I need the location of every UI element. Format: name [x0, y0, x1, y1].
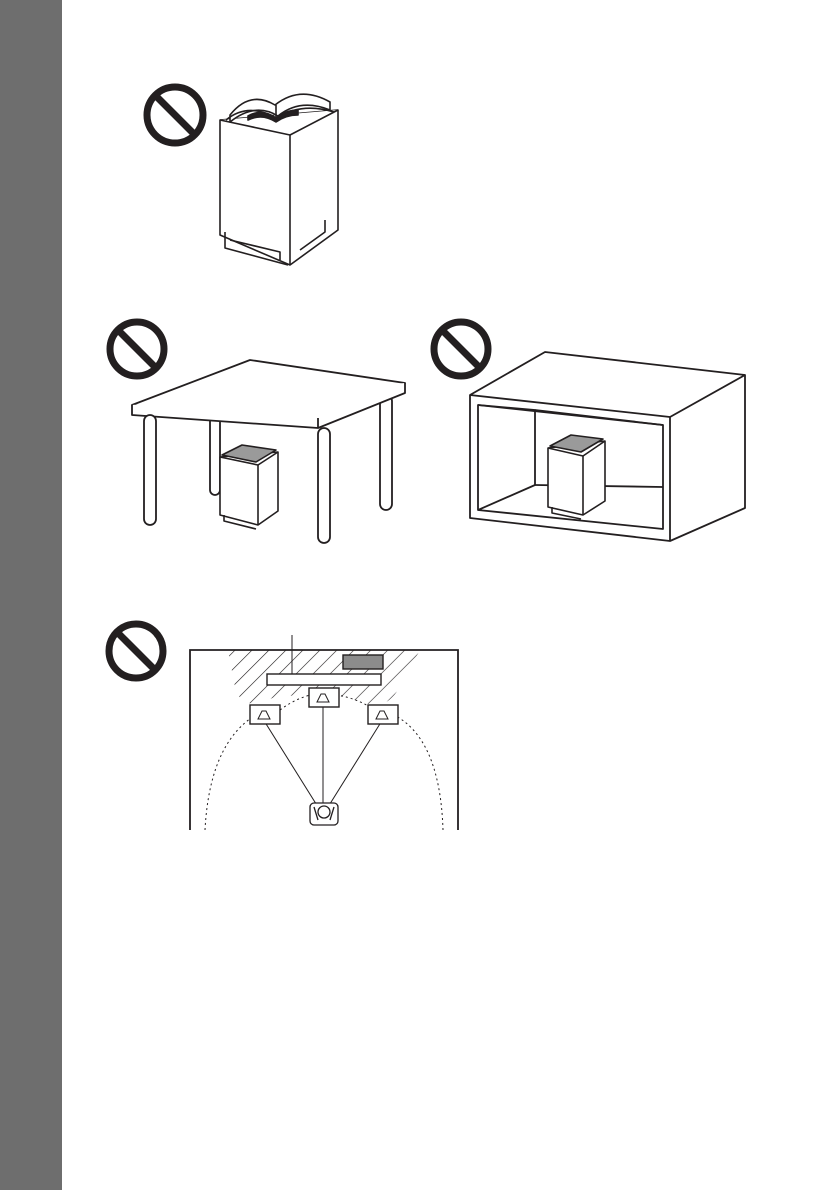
room-plan: [190, 635, 458, 830]
speaker-center: [309, 688, 339, 707]
subwoofer-icon: [548, 435, 605, 519]
figure-speaker-layout: [100, 615, 470, 830]
sound-bar: [267, 674, 381, 685]
subwoofer-icon: [220, 94, 338, 265]
listener-icon: [310, 803, 338, 825]
prohibition-icon: [147, 87, 203, 143]
prohibition-icon: [110, 322, 164, 376]
prohibition-icon: [434, 322, 488, 376]
figure-subwoofer-under-table: [100, 315, 420, 555]
tv-screen: [343, 655, 383, 669]
cabinet-icon: [470, 352, 745, 541]
subwoofer-icon: [220, 445, 278, 529]
prohibition-icon: [109, 624, 163, 678]
speaker-left: [250, 705, 280, 724]
speaker-right: [368, 705, 398, 724]
figure-subwoofer-in-cabinet: [425, 315, 755, 550]
figure-books-on-subwoofer: [130, 80, 360, 280]
section-side-tab: [0, 0, 62, 1190]
